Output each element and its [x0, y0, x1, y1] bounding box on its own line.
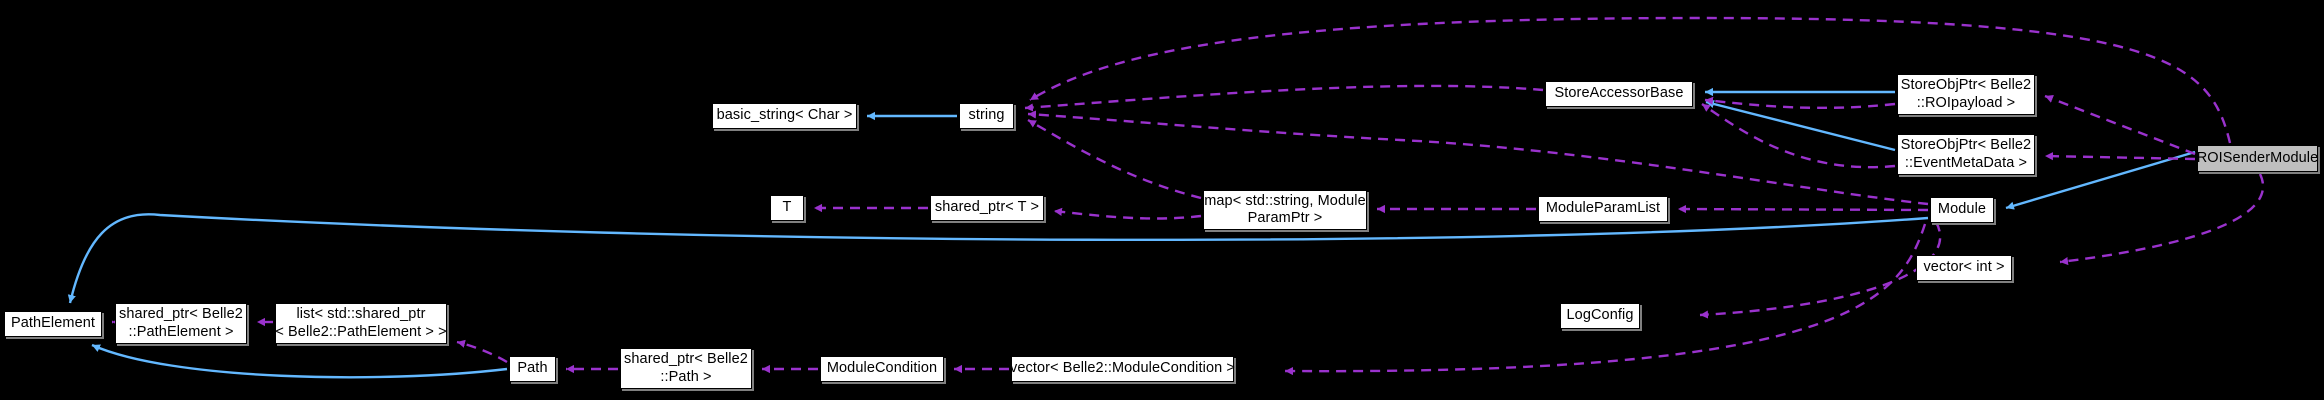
edge-module-to-moduleparamlist [1677, 204, 1929, 214]
node-shared-ptr-path[interactable]: shared_ptr< Belle2 ::Path > [620, 348, 752, 389]
node-log-config[interactable]: LogConfig [1560, 303, 1640, 329]
edge-module-to-pathelement [67, 213, 1929, 304]
node-map-string-moduleparamptr[interactable]: map< std::string, Module ParamPtr > [1203, 190, 1367, 230]
edge-map-to-shared-ptr-t [1053, 207, 1202, 220]
edge-path-to-list-shared-ptr [456, 339, 508, 364]
edge-eventmetadata-to-sab-usage [1701, 103, 1896, 169]
node-module-condition[interactable]: ModuleCondition [820, 356, 944, 382]
edge-roisender-to-vector-int [2059, 173, 2265, 266]
edge-roipayload-to-sab-usage [1704, 96, 1896, 110]
node-store-obj-ptr-eventmetadata[interactable]: StoreObjPtr< Belle2 ::EventMetaData > [1897, 134, 2035, 175]
edge-module-to-vector-modulecondition [1284, 223, 1927, 376]
node-store-accessor-base[interactable]: StoreAccessorBase [1545, 81, 1693, 107]
node-module-param-list[interactable]: ModuleParamList [1538, 196, 1668, 222]
edge-module-to-string [1027, 110, 1929, 206]
node-path[interactable]: Path [509, 356, 556, 382]
node-list-shared-ptr-pathelement[interactable]: list< std::shared_ptr < Belle2::PathElem… [275, 303, 447, 344]
node-t-parameter[interactable]: T [770, 195, 804, 221]
edge-roisender-to-eventmetadata [2044, 152, 2196, 161]
node-shared-ptr-pathelement[interactable]: shared_ptr< Belle2 ::PathElement > [115, 303, 247, 344]
node-store-obj-ptr-roipayload[interactable]: StoreObjPtr< Belle2 ::ROIpayload > [1897, 74, 2035, 115]
edge-path-to-pathelement [91, 343, 508, 379]
node-vector-int[interactable]: vector< int > [1916, 255, 2012, 281]
edge-module-to-logconfig [1699, 221, 1942, 319]
node-module[interactable]: Module [1930, 197, 1994, 223]
edge-storeaccessorbase-to-string [1024, 84, 1544, 112]
node-string[interactable]: string [959, 103, 1014, 129]
edge-roisender-to-roipayload [2044, 94, 2196, 156]
node-path-element[interactable]: PathElement [4, 311, 102, 337]
node-vector-module-condition[interactable]: vector< Belle2::ModuleCondition > [1010, 356, 1235, 382]
node-roi-sender-module[interactable]: ROISenderModule [2197, 145, 2318, 172]
edge-map-to-string [1027, 118, 1202, 200]
edge-eventmetadata-to-storeaccessorbase [1705, 99, 1896, 152]
node-basic-string[interactable]: basic_string< Char > [712, 103, 857, 129]
node-shared-ptr-t[interactable]: shared_ptr< T > [930, 195, 1044, 221]
